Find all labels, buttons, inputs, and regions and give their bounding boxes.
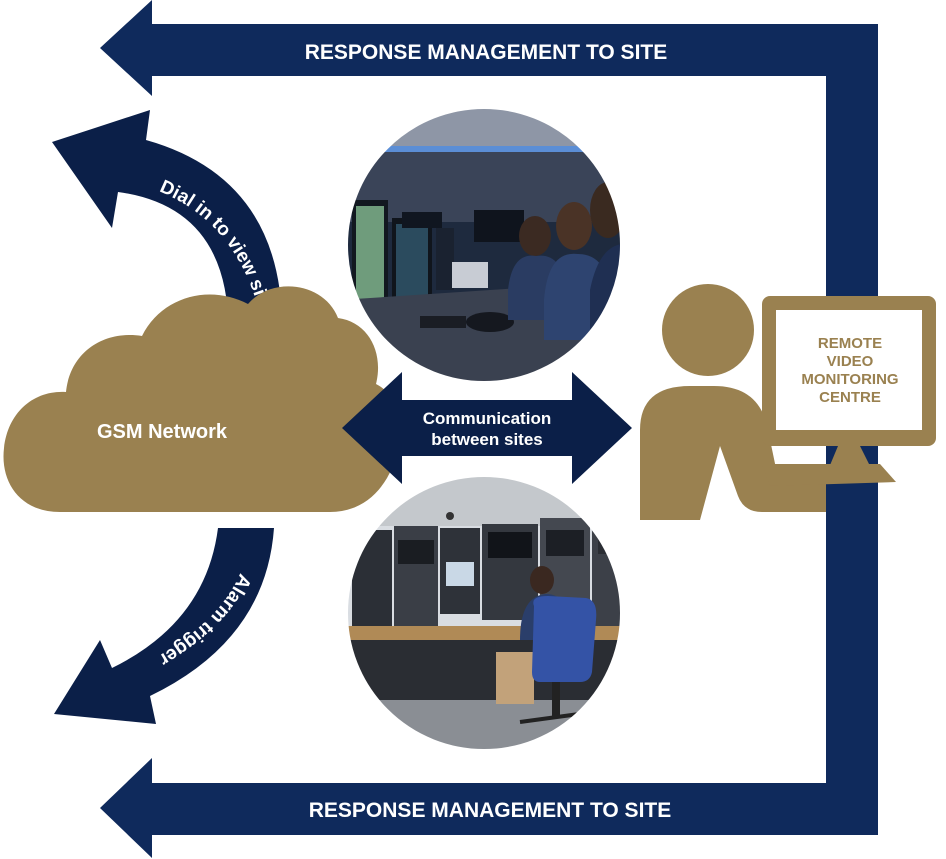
monitor-label-line2: VIDEO	[827, 353, 874, 370]
gsm-network-label: GSM Network	[97, 421, 228, 443]
response-label-top: RESPONSE MANAGEMENT TO SITE	[305, 41, 668, 64]
control-room-operators-photo	[347, 108, 621, 382]
monitor-label-line3: MONITORING	[801, 371, 898, 388]
person-at-computer-icon: REMOTE VIDEO MONITORING CENTRE	[640, 284, 936, 520]
communication-arrow: Communication between sites	[342, 372, 632, 484]
response-arrow-top: RESPONSE MANAGEMENT TO SITE	[100, 0, 878, 96]
monitor-label-line1: REMOTE	[818, 335, 882, 352]
communication-label-line2: between sites	[431, 430, 543, 449]
monitor-label-line4: CENTRE	[819, 389, 881, 406]
cloud-icon: GSM Network	[3, 286, 402, 512]
response-arrow-bottom: RESPONSE MANAGEMENT TO SITE	[100, 758, 878, 858]
communication-label-line1: Communication	[423, 409, 551, 428]
response-label-bottom: RESPONSE MANAGEMENT TO SITE	[309, 799, 672, 822]
alarm-trigger-arrow: Alarm trigger	[54, 528, 274, 724]
control-room-guard-photo	[347, 476, 621, 750]
